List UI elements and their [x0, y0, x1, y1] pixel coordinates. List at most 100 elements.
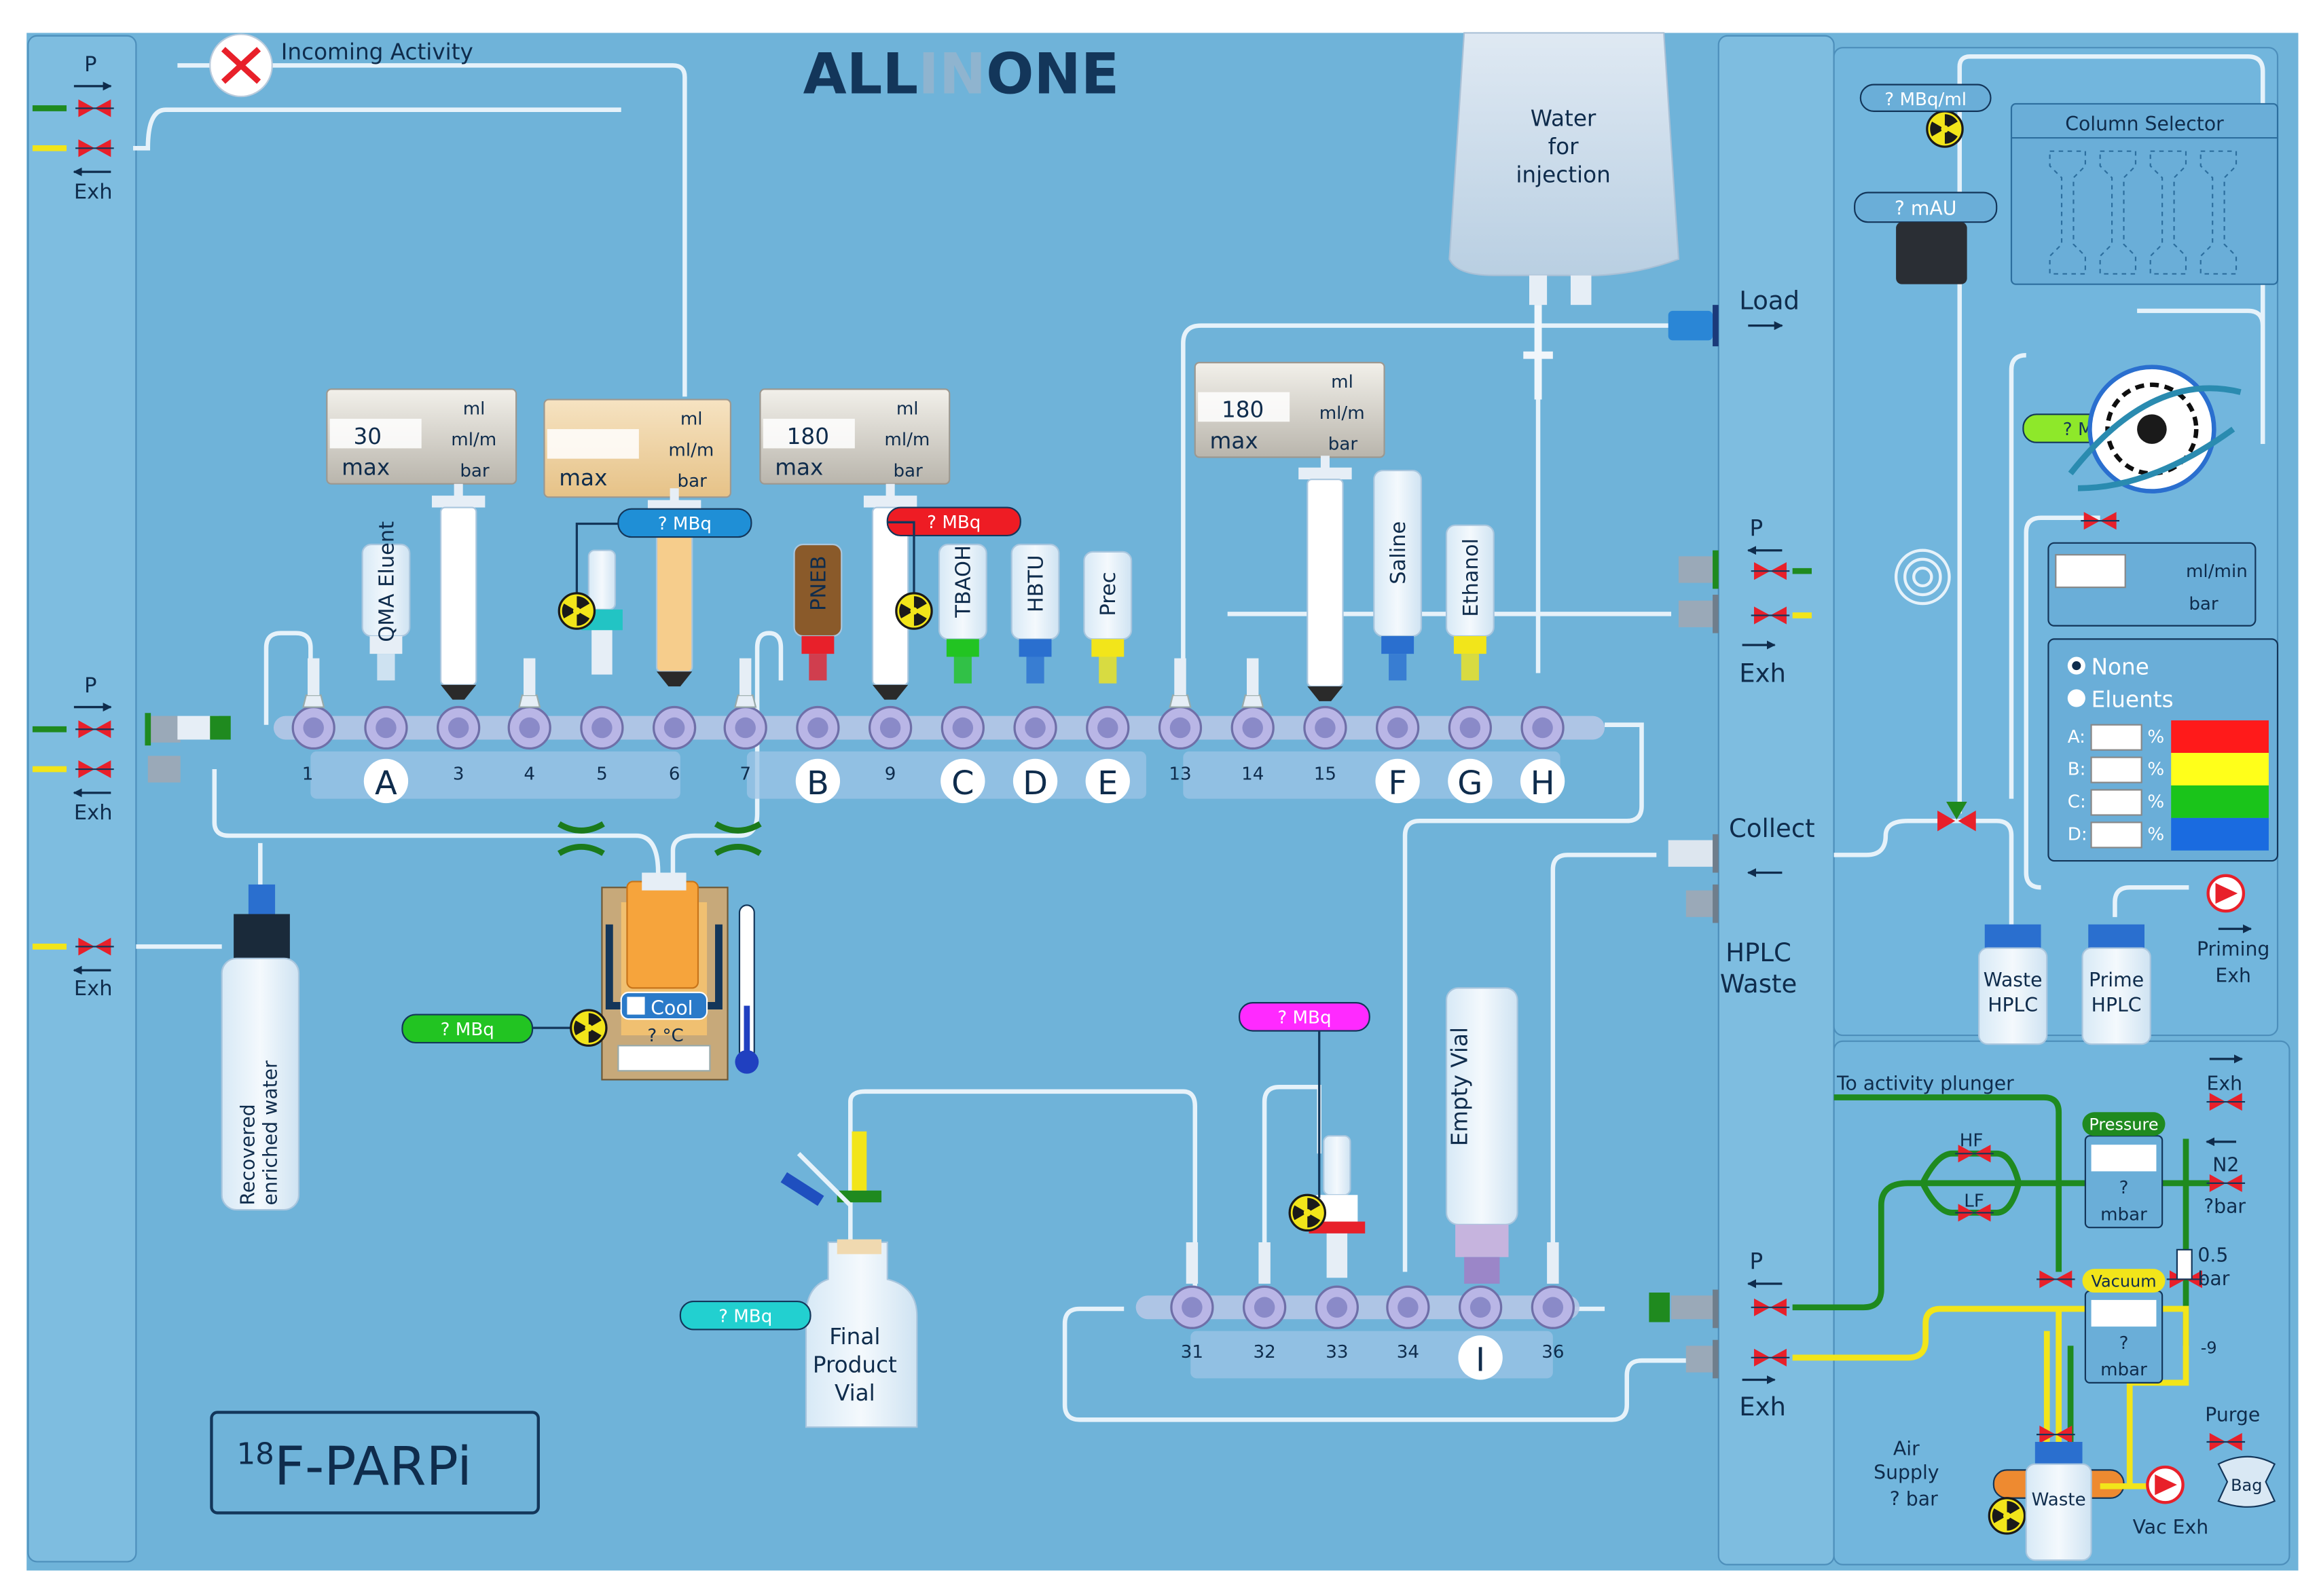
left-valves: [75, 99, 231, 956]
syringe-volume-input[interactable]: [547, 429, 639, 459]
lower-manifold-valve-36[interactable]: [1531, 1285, 1575, 1329]
syringe-volume-input[interactable]: [329, 418, 422, 449]
manifold-valve-6[interactable]: [653, 705, 697, 750]
incoming-activity-indicator[interactable]: [209, 33, 273, 98]
gas-lines: [1792, 1094, 2212, 1489]
right-valves: [1751, 562, 1790, 1367]
eluent-input[interactable]: [2090, 789, 2142, 816]
reagent-vial-saline[interactable]: [1373, 469, 1423, 681]
hplc-column-3[interactable]: [2149, 150, 2187, 275]
reagent-vial-pneb[interactable]: [793, 543, 843, 681]
manifold-valve-A[interactable]: [364, 705, 408, 750]
pressure-value: ?: [2119, 1178, 2129, 1198]
right-valve-3[interactable]: [1751, 1348, 1790, 1367]
lower-manifold-valve-34[interactable]: [1386, 1285, 1430, 1329]
manifold-valve-E[interactable]: [1086, 705, 1130, 750]
eluent-input[interactable]: [2090, 724, 2142, 751]
reagent-vial-qma[interactable]: [361, 543, 411, 681]
manifold-valve-1[interactable]: [291, 705, 335, 750]
position-badge-B: [795, 758, 841, 804]
injection-valve[interactable]: [2068, 365, 2242, 494]
lower-manifold-valve-I[interactable]: [1458, 1285, 1503, 1329]
bag-icon[interactable]: [2217, 1455, 2276, 1508]
column-selector[interactable]: [2010, 103, 2279, 285]
left-valve-0[interactable]: [75, 99, 114, 117]
hplc-column-4[interactable]: [2199, 150, 2238, 275]
manifold-valve-D[interactable]: [1013, 705, 1057, 750]
manifold-valve-4[interactable]: [507, 705, 551, 750]
syringe-volume-input[interactable]: [763, 418, 855, 449]
manifold-valve-14[interactable]: [1230, 705, 1275, 750]
flow-input[interactable]: [2055, 554, 2126, 589]
radio-eluents[interactable]: [2067, 689, 2085, 707]
syringe-volume-input[interactable]: [1198, 392, 1290, 422]
position-number: 4: [524, 764, 535, 784]
position-badge-I: [1458, 1335, 1503, 1380]
collect-valve-green: [1946, 801, 1967, 820]
final-product-vial[interactable]: [780, 1131, 918, 1428]
position-letter: F: [1388, 765, 1407, 802]
manifold-valve-7[interactable]: [723, 705, 767, 750]
right-valve-0[interactable]: [1751, 562, 1790, 580]
right-valve-2[interactable]: [1751, 1298, 1790, 1316]
gas-valve-4[interactable]: [2206, 1432, 2246, 1451]
lower-manifold-valve-33[interactable]: [1315, 1285, 1359, 1329]
manifold-valve-13[interactable]: [1158, 705, 1203, 750]
pressure-input[interactable]: [2091, 1145, 2157, 1172]
radio-none-dot: [2072, 661, 2081, 671]
manifold-valve-F[interactable]: [1376, 705, 1420, 750]
left-valve-4[interactable]: [75, 938, 114, 956]
manifold-valve-9[interactable]: [868, 705, 913, 750]
lower-manifold-valve-32[interactable]: [1243, 1285, 1287, 1329]
gas-valve-5[interactable]: [2037, 1270, 2075, 1288]
empty-vial[interactable]: [1445, 987, 1518, 1284]
manifold-valve-B[interactable]: [796, 705, 840, 750]
luer-port: [734, 694, 757, 708]
hplc-column-2[interactable]: [2099, 150, 2137, 275]
eluent-label: B:: [2068, 760, 2086, 780]
lower-manifold-valve-31[interactable]: [1170, 1285, 1214, 1329]
manifold-valve-15[interactable]: [1303, 705, 1347, 750]
recovered-water-bottle[interactable]: [221, 884, 300, 1211]
manifold-valve-5[interactable]: [580, 705, 624, 750]
right-valve-1[interactable]: [1751, 606, 1790, 625]
reagent-label-qma: QMA Eluent: [375, 521, 399, 642]
gas-valve-7[interactable]: [2037, 1426, 2075, 1444]
vacuum-input[interactable]: [2091, 1299, 2157, 1327]
priming-pump-icon[interactable]: [2206, 874, 2246, 913]
position-number: 36: [1541, 1342, 1564, 1362]
waste-bottle[interactable]: [2025, 1441, 2092, 1561]
product-label: 18F-PARPi: [236, 1436, 471, 1498]
reactor[interactable]: [601, 872, 729, 1081]
eluent-input[interactable]: [2090, 821, 2142, 849]
reagent-vial-prec[interactable]: [1083, 551, 1133, 684]
sample-loop-coil: [1894, 549, 1951, 606]
reagent-vial-ethanol[interactable]: [1445, 524, 1495, 681]
left-valve-2[interactable]: [75, 720, 114, 739]
left-valve-3[interactable]: [75, 760, 114, 779]
vacuum-pump-icon[interactable]: [2146, 1465, 2185, 1504]
hplc-column-1[interactable]: [2049, 150, 2086, 275]
left-valve-1[interactable]: [75, 139, 114, 157]
manifold-valve-C[interactable]: [941, 705, 985, 750]
reagent-vial-hbtu[interactable]: [1010, 543, 1060, 684]
svg-text:Exh: Exh: [74, 180, 113, 204]
reagent-vial-tbaoh[interactable]: [938, 543, 987, 684]
manifold-valve-3[interactable]: [437, 705, 481, 750]
manifold-valve-G[interactable]: [1448, 705, 1492, 750]
cool-checkbox-box[interactable]: [627, 997, 645, 1015]
luer-port: [1241, 694, 1264, 708]
gas-valve-8[interactable]: [2081, 512, 2119, 530]
product-label-box: [210, 1411, 540, 1515]
manifold-valve-H[interactable]: [1520, 705, 1565, 750]
water-for-injection-bag[interactable]: [1448, 32, 1680, 400]
gas-valve-2[interactable]: [2206, 1092, 2246, 1111]
eluent-input[interactable]: [2090, 756, 2142, 783]
gas-valve-3[interactable]: [2206, 1174, 2246, 1192]
